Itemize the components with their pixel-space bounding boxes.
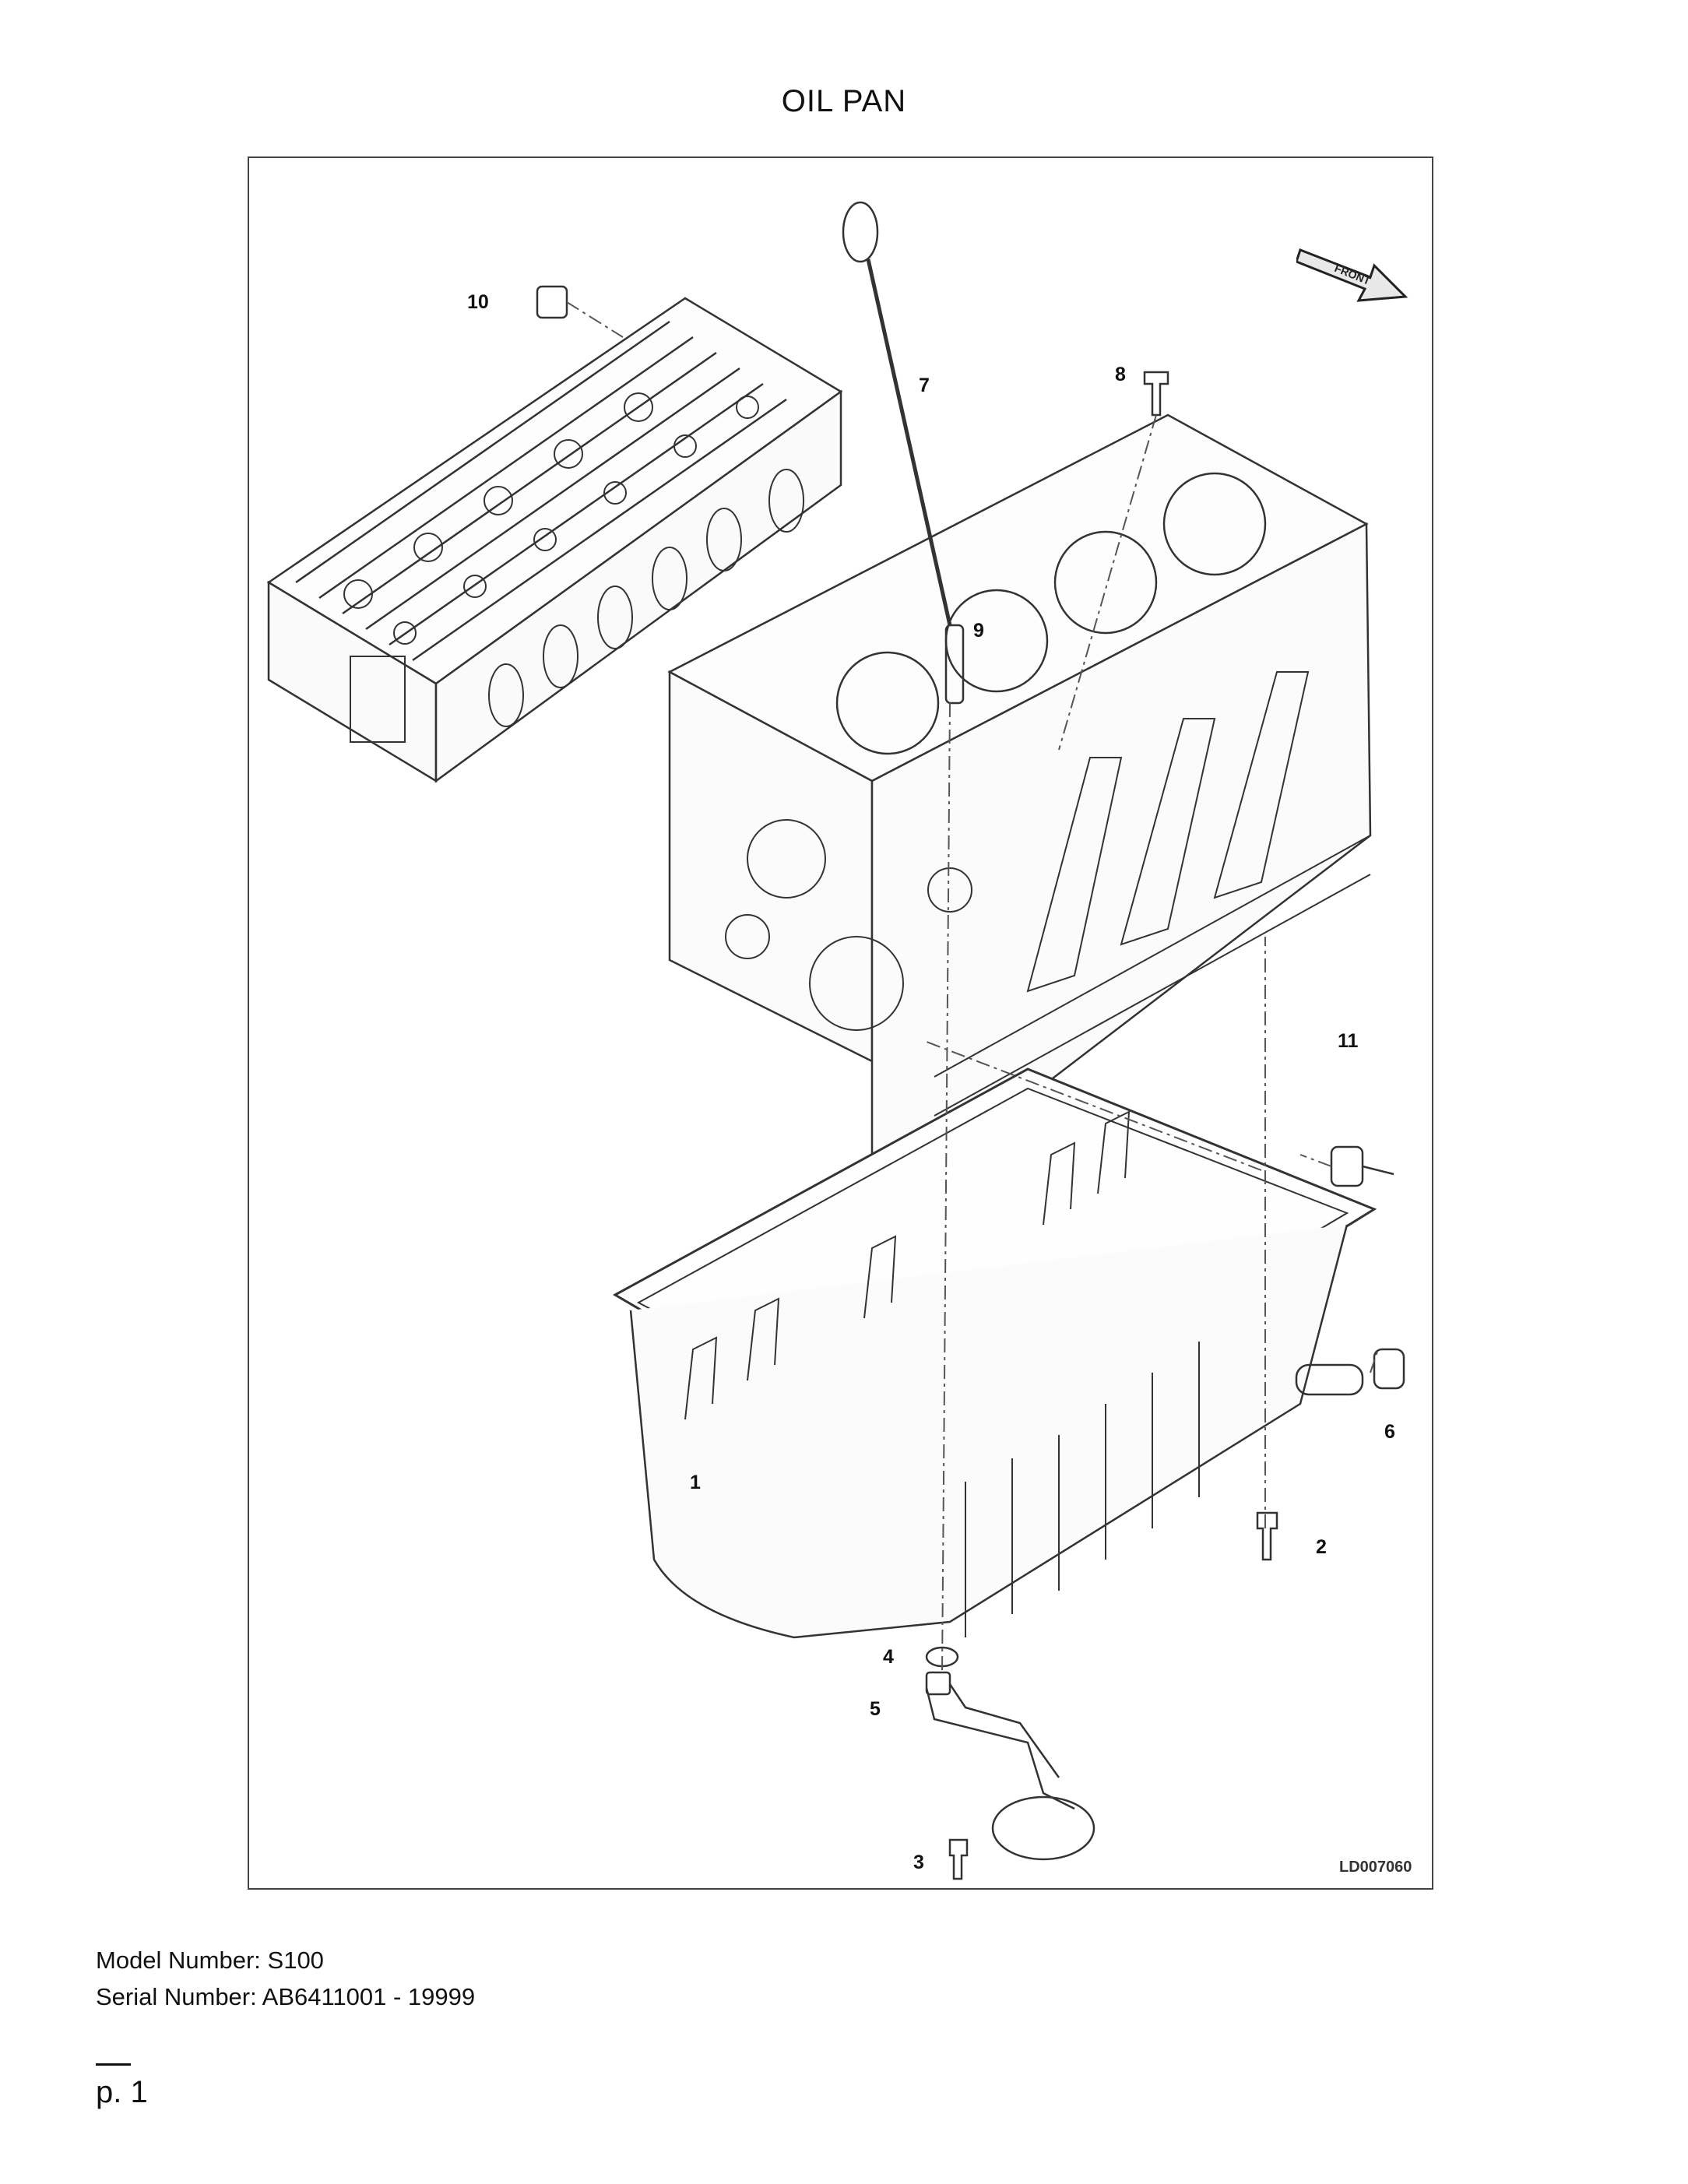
callout-5: 5: [870, 1698, 881, 1720]
sensor-part: [1330, 1145, 1394, 1187]
reference-code: LD007060: [1339, 1859, 1412, 1876]
callout-9: 9: [973, 620, 984, 642]
cylinder-head-part: [266, 297, 843, 783]
plug-part: [536, 285, 568, 319]
callout-8: 8: [1115, 364, 1126, 385]
callout-10: 10: [467, 291, 489, 313]
model-number: Model Number: S100: [96, 1947, 324, 1974]
callout-7: 7: [919, 375, 930, 396]
engine-drawing: [266, 201, 1405, 1880]
screw-part: [948, 1838, 969, 1880]
oil-strainer-part: [925, 1671, 1095, 1861]
callout-2: 2: [1316, 1536, 1327, 1558]
page-divider: [96, 2063, 131, 2066]
engine-block-part: [667, 413, 1372, 1156]
oil-pan-part: [612, 1067, 1377, 1639]
callout-4: 4: [883, 1646, 894, 1668]
callout-11: 11: [1338, 1030, 1359, 1052]
page-title: OIL PAN: [781, 84, 907, 118]
dipstick-part: [842, 201, 965, 705]
exploded-parts-diagram: 10 7 8 9 11 6 1 2 4 5 3 FRONT LD007060: [248, 157, 1433, 1890]
drain-bolt-part: [1256, 1511, 1278, 1561]
page-number: p. 1: [96, 2075, 148, 2109]
front-direction-arrow-icon: FRONT: [1296, 248, 1408, 302]
serial-number: Serial Number: AB6411001 - 19999: [96, 1983, 476, 2010]
callout-3: 3: [913, 1852, 924, 1873]
pipe-part: [1295, 1348, 1405, 1396]
callout-1: 1: [690, 1472, 701, 1493]
bolt-part: [1143, 371, 1169, 417]
callout-6: 6: [1384, 1421, 1395, 1443]
